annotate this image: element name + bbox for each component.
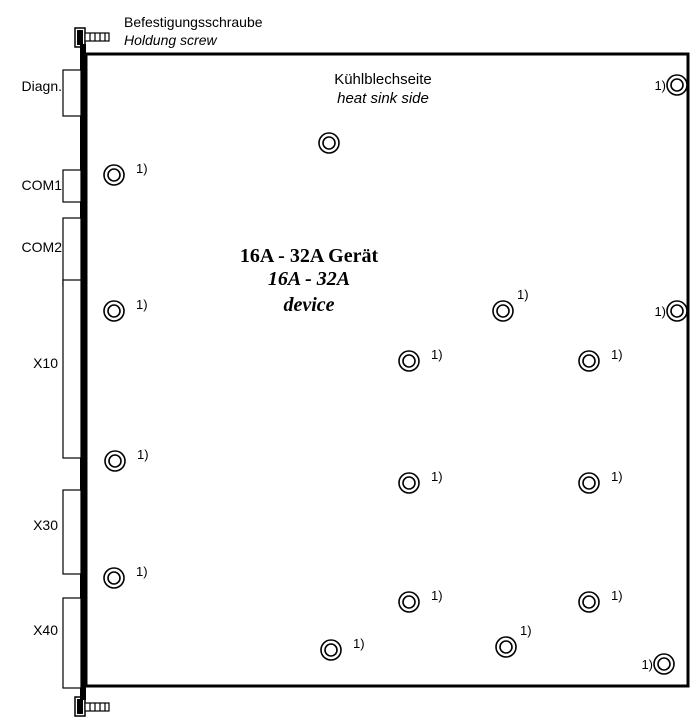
footnote-mark: 1)	[353, 636, 365, 651]
mounting-holes: 1) 1) 1) 1) 1) 1) 1) 1) 1) 1) 1) 1) 1) 1) 1) 1)	[103, 74, 688, 675]
connector-diagn	[62, 69, 82, 117]
connector-label-diagn: Diagn.	[22, 78, 62, 94]
hole-inner-ring	[324, 643, 338, 657]
hole-inner-ring	[582, 595, 596, 609]
device-title-de: 16A - 32A Gerät	[240, 245, 379, 267]
mounting-hole-8: 1)	[578, 347, 623, 372]
top-screw-icon	[74, 27, 110, 48]
hole-inner-ring	[107, 571, 121, 585]
footnote-mark: 1)	[431, 347, 443, 362]
mounting-hole-7: 1)	[398, 347, 443, 372]
mounting-hole-16: 1)	[495, 623, 532, 658]
mounting-hole-2	[318, 132, 340, 154]
mounting-hole-5: 1)	[492, 287, 529, 322]
hole-inner-ring	[107, 168, 121, 182]
connector-com2	[62, 217, 82, 287]
mounting-hole-11: 1)	[578, 469, 623, 494]
mounting-hole-15: 1)	[320, 636, 365, 661]
connector-x10	[62, 279, 82, 459]
footnote-mark: 1)	[517, 287, 529, 302]
hole-outer-ring	[104, 450, 126, 472]
hole-outer-ring	[103, 567, 125, 589]
hole-outer-ring	[578, 472, 600, 494]
mounting-hole-12: 1)	[103, 564, 148, 589]
footnote-mark: 1)	[136, 161, 148, 176]
device-body	[84, 52, 690, 688]
footnote-mark: 1)	[431, 588, 443, 603]
hole-inner-ring	[107, 304, 121, 318]
connector-label-x10: X10	[33, 355, 58, 371]
mounting-hole-3: 1)	[103, 161, 148, 186]
connector-com1	[62, 169, 82, 203]
hole-outer-ring	[318, 132, 340, 154]
footnote-mark: 1)	[136, 564, 148, 579]
footnote-mark: 1)	[431, 469, 443, 484]
hole-outer-ring	[495, 636, 517, 658]
hole-inner-ring	[496, 304, 510, 318]
hole-outer-ring	[578, 591, 600, 613]
hole-inner-ring	[499, 640, 513, 654]
screw-label-de: Befestigungsschraube	[124, 14, 263, 30]
hole-outer-ring	[398, 591, 420, 613]
mounting-hole-4: 1)	[103, 297, 148, 322]
hole-outer-ring	[398, 472, 420, 494]
connector-x30	[62, 489, 82, 575]
hole-inner-ring	[402, 476, 416, 490]
footnote-mark: 1)	[136, 297, 148, 312]
hole-outer-ring	[578, 350, 600, 372]
mounting-hole-17: 1)	[641, 653, 675, 675]
footnote-mark: 1)	[654, 78, 666, 93]
connector-label-x30: X30	[33, 517, 58, 533]
mounting-hole-14: 1)	[578, 588, 623, 613]
footnote-mark: 1)	[611, 469, 623, 484]
hole-inner-ring	[402, 595, 416, 609]
hole-inner-ring	[670, 304, 684, 318]
hole-outer-ring	[666, 300, 688, 322]
hole-inner-ring	[322, 136, 336, 150]
connector-x40	[62, 597, 82, 689]
connector-label-com2: COM2	[22, 239, 63, 255]
mounting-hole-13: 1)	[398, 588, 443, 613]
mounting-hole-1: 1)	[654, 74, 688, 96]
device-title-en-line1: 16A - 32A	[268, 268, 350, 290]
connector-label-com1: COM1	[22, 177, 63, 193]
hole-inner-ring	[657, 657, 671, 671]
mounting-hole-6: 1)	[654, 300, 688, 322]
bottom-screw-icon	[74, 696, 110, 717]
front-panel-strip	[80, 44, 86, 700]
connector-label-x40: X40	[33, 622, 58, 638]
hole-inner-ring	[582, 476, 596, 490]
footnote-mark: 1)	[611, 347, 623, 362]
footnote-mark: 1)	[520, 623, 532, 638]
footnote-mark: 1)	[641, 657, 653, 672]
heat-sink-label-en: heat sink side	[337, 90, 429, 107]
footnote-mark: 1)	[137, 447, 149, 462]
hole-outer-ring	[320, 639, 342, 661]
footnote-mark: 1)	[611, 588, 623, 603]
device-title-en-line2: device	[283, 294, 334, 316]
hole-inner-ring	[402, 354, 416, 368]
hole-outer-ring	[666, 74, 688, 96]
hole-inner-ring	[582, 354, 596, 368]
footnote-mark: 1)	[654, 304, 666, 319]
screw-label-en: Holdung screw	[124, 32, 217, 48]
hole-outer-ring	[103, 300, 125, 322]
hole-outer-ring	[653, 653, 675, 675]
mounting-hole-9: 1)	[104, 447, 149, 472]
hole-inner-ring	[108, 454, 122, 468]
hole-inner-ring	[670, 78, 684, 92]
hole-outer-ring	[492, 300, 514, 322]
hole-outer-ring	[398, 350, 420, 372]
heat-sink-label-de: Kühlblechseite	[334, 71, 432, 88]
mounting-hole-10: 1)	[398, 469, 443, 494]
hole-outer-ring	[103, 164, 125, 186]
